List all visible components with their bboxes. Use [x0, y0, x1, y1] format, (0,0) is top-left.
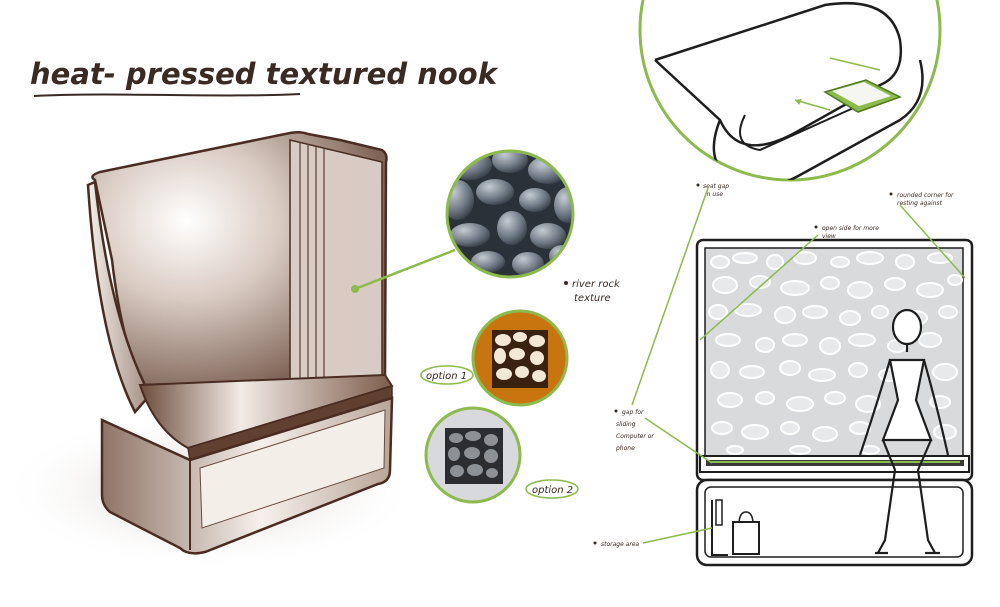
seated-figure: [858, 308, 950, 555]
option2-label: option 2: [532, 485, 573, 496]
rounded-corner-label-line2: resting against: [897, 200, 943, 207]
storage-label: storage area: [601, 541, 640, 548]
elevation-annotations: rounded corner for resting against open …: [593, 192, 966, 548]
option2-label-ring: [525, 479, 579, 499]
storage-bag-handle: [738, 511, 754, 523]
seat-gap-bullet: [696, 183, 700, 187]
river-rock-label-line1: river rock: [572, 279, 621, 290]
seat-gap-pointer: [631, 187, 709, 406]
storage-item-book: [715, 499, 723, 526]
open-side-label-line1: open side for more: [822, 225, 879, 232]
title-underline: [33, 93, 301, 97]
storage-bag: [732, 521, 760, 555]
open-side-label-line2: view: [822, 233, 836, 240]
texture-swatches: river rock texture option 1: [420, 149, 621, 504]
slide-arrow-head: [795, 99, 802, 105]
nook-3d-sketch: [0, 130, 456, 570]
gap-label-line3: Computer or: [616, 433, 654, 440]
base-opening: [199, 409, 386, 529]
storage-pointer: [642, 527, 713, 544]
slide-arrow-1: [829, 57, 881, 71]
open-side-bullet: [814, 225, 818, 229]
slot-line: [739, 104, 861, 152]
option1-cells: [492, 330, 548, 388]
option1-swatch: [471, 309, 569, 407]
gap-label-line1: gap for: [622, 409, 644, 416]
seat-gap-detail: seat gap in use: [631, 0, 942, 406]
storage-bullet: [593, 541, 597, 545]
option2-swatch: [424, 406, 522, 504]
gap-label-line2: sliding: [616, 421, 636, 428]
storage-item-rod: [711, 500, 728, 556]
seat-gap-label-line2: in use: [705, 191, 723, 198]
front-elevation: [695, 238, 974, 567]
rounded-corner-label-line1: rounded corner for: [897, 192, 954, 199]
rounded-corner-bullet: [889, 192, 893, 196]
device-gap-highlight: [710, 461, 960, 463]
river-rock-label-line2: texture: [574, 293, 611, 304]
river-rock-bullet: [564, 281, 568, 285]
panel-grooves: [299, 142, 325, 378]
option2-cells: [445, 428, 503, 484]
option1-label-ring: [420, 365, 474, 385]
gap-label-line4: phone: [615, 445, 635, 452]
page-title: heat- pressed textured nook: [30, 57, 499, 91]
seat-edge-inner: [712, 59, 924, 180]
gap-bullet: [614, 409, 618, 413]
texture-pointer-line: [354, 248, 456, 291]
rounded-corner-pointer: [899, 204, 966, 279]
title-block: heat- pressed textured nook: [30, 57, 499, 97]
gap-pointer: [644, 417, 713, 464]
open-side-pointer: [699, 234, 819, 341]
option1-label: option 1: [426, 371, 467, 382]
seat-gap-label-line1: seat gap: [703, 183, 729, 190]
device-screen: [832, 82, 891, 106]
slide-arrow-2: [794, 99, 831, 111]
river-rock-swatch: [445, 149, 575, 279]
storage-opening: [704, 486, 964, 558]
storage-base: [695, 478, 974, 567]
nook-inner-panel: [289, 139, 383, 381]
